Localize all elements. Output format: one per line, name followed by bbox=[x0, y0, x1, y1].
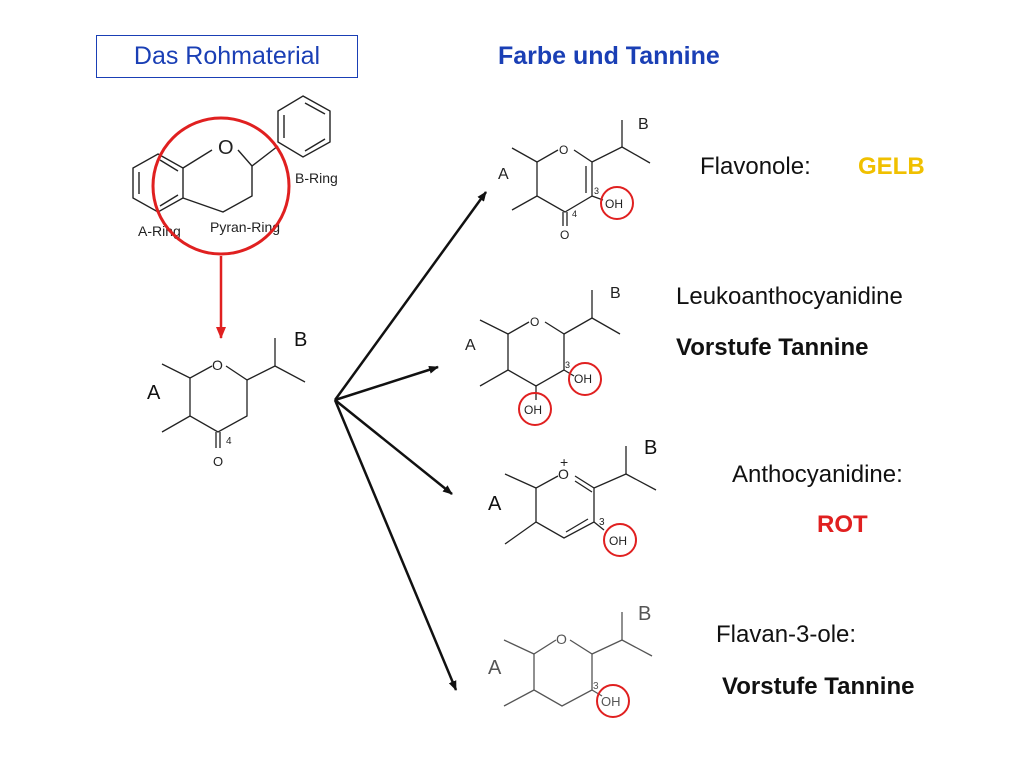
arrow-to-leuko bbox=[334, 365, 439, 402]
flavan-sublabel: Vorstufe Tannine bbox=[722, 673, 914, 700]
leuko-structure bbox=[479, 290, 621, 400]
reaction-arrows bbox=[333, 191, 488, 691]
flavonol-oh: OH bbox=[605, 197, 623, 211]
flavonol-label: Flavonole: bbox=[700, 153, 811, 180]
leuko-oh4-circle bbox=[518, 392, 552, 426]
flavan-ring-o: O bbox=[556, 631, 567, 647]
leuko-b-label: B bbox=[610, 285, 621, 302]
ring-oxygen-label: O bbox=[218, 137, 234, 159]
leuko-oh3: OH bbox=[574, 372, 592, 386]
pyran-ring-label: Pyran-Ring bbox=[210, 219, 280, 235]
arrow-to-antho bbox=[334, 399, 453, 495]
antho-a-label: A bbox=[488, 493, 502, 515]
flavonol-oh-circle bbox=[600, 186, 634, 220]
flavonol-pos4: 4 bbox=[572, 209, 577, 219]
leuko-label: Leukoanthocyanidine bbox=[676, 283, 903, 310]
antho-color: ROT bbox=[817, 511, 868, 538]
antho-ring-o: O bbox=[558, 466, 569, 482]
antho-pos3: 3 bbox=[599, 517, 605, 528]
center-b-label: B bbox=[294, 329, 307, 351]
b-ring-label: B-Ring bbox=[295, 170, 338, 186]
flavonol-structure bbox=[511, 120, 651, 226]
antho-b-label: B bbox=[644, 437, 657, 459]
flavonol-a-label: A bbox=[498, 166, 509, 183]
leuko-oh3-circle bbox=[568, 362, 602, 396]
leuko-ring-o: O bbox=[530, 315, 539, 329]
flavonol-carbonyl-o: O bbox=[560, 228, 569, 242]
center-structure bbox=[161, 338, 306, 448]
center-ring-o: O bbox=[212, 357, 223, 373]
leuko-pos3: 3 bbox=[565, 360, 570, 370]
a-ring-label: A-Ring bbox=[138, 223, 181, 239]
antho-structure bbox=[504, 446, 657, 545]
leuko-a-label: A bbox=[465, 337, 476, 354]
highlight-circle bbox=[151, 116, 291, 256]
page-heading: Farbe und Tannine bbox=[498, 42, 720, 70]
flavonol-ring-o: O bbox=[559, 143, 568, 157]
flavan-b-label: B bbox=[638, 603, 651, 625]
leuko-sublabel: Vorstufe Tannine bbox=[676, 334, 868, 361]
flavan-label: Flavan-3-ole: bbox=[716, 621, 856, 648]
center-pos4: 4 bbox=[226, 436, 232, 447]
flavan-structure bbox=[503, 612, 653, 707]
flavan-oh: OH bbox=[601, 694, 621, 709]
flavan-a-label: A bbox=[488, 657, 502, 679]
b-ring bbox=[277, 95, 331, 158]
antho-oh-circle bbox=[603, 523, 637, 557]
flavan-oh-circle bbox=[596, 684, 630, 718]
flavonol-b-label: B bbox=[638, 116, 649, 133]
top-flavan-structure bbox=[132, 95, 331, 213]
leuko-oh4: OH bbox=[524, 403, 542, 417]
antho-plus: + bbox=[560, 454, 568, 470]
title-box: Das Rohmaterial bbox=[96, 35, 358, 78]
antho-label: Anthocyanidine: bbox=[732, 461, 903, 488]
pyran-ring bbox=[182, 149, 213, 169]
center-carbonyl-o: O bbox=[213, 454, 223, 469]
flavan-pos3: 3 bbox=[593, 681, 599, 692]
flavonol-color: GELB bbox=[858, 153, 925, 180]
flavonol-pos3: 3 bbox=[594, 186, 599, 196]
arrow-to-flavonol bbox=[333, 191, 488, 401]
antho-oh: OH bbox=[609, 534, 627, 548]
center-a-label: A bbox=[147, 382, 161, 404]
arrow-to-flavan bbox=[333, 399, 458, 691]
